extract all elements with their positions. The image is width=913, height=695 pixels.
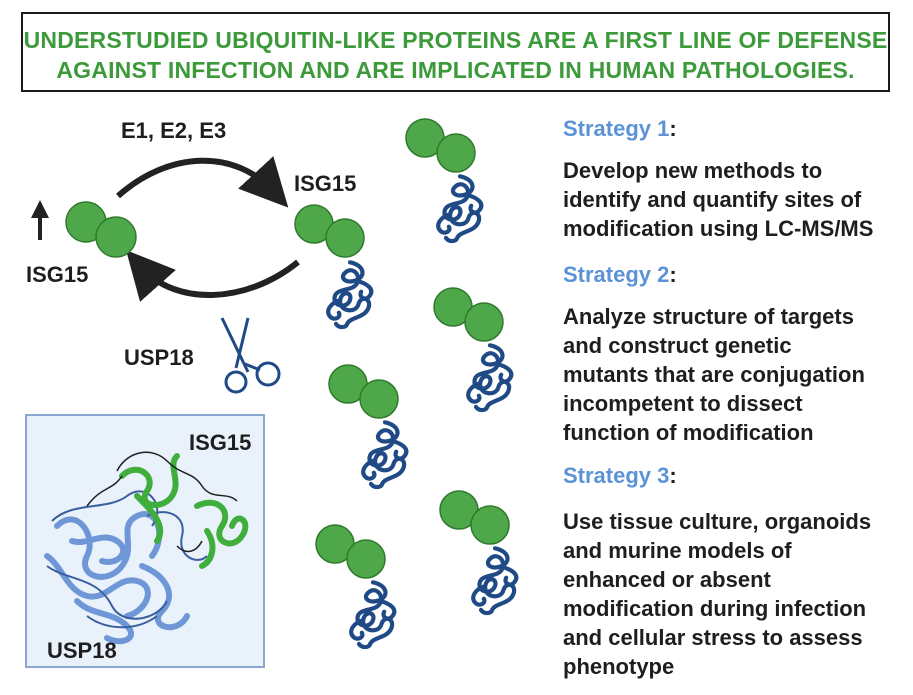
structure-usp18-label: USP18 <box>47 638 117 663</box>
strategy-3-heading: Strategy 3: <box>563 463 677 489</box>
strategy-1-line: modification using LC-MS/MS <box>563 216 874 241</box>
conjugate-5 <box>315 524 394 647</box>
strategy-1-line: Develop new methods to <box>563 158 823 183</box>
strategy-1-name: Strategy 1 <box>563 116 670 141</box>
strategy-3-line: Use tissue culture, organoids <box>563 509 872 534</box>
conjugate-center <box>294 204 371 327</box>
title-line-2: AGAINST INFECTION AND ARE IMPLICATED IN … <box>56 57 855 83</box>
scissors-icon <box>220 317 281 394</box>
conjugate-2 <box>433 287 511 410</box>
conjugation-arrow <box>116 156 289 208</box>
up-arrow-icon <box>31 200 49 240</box>
strategy-1-colon: : <box>669 116 677 141</box>
usp18-protease-label: USP18 <box>124 345 194 370</box>
title-line-1: UNDERSTUDIED UBIQUITIN-LIKE PROTEINS ARE… <box>23 27 888 53</box>
conjugate-3 <box>328 364 406 487</box>
strategy-2-name: Strategy 2 <box>563 262 670 287</box>
strategy-3-line: enhanced or absent <box>563 567 771 592</box>
free-isg15-label: ISG15 <box>26 262 89 287</box>
structure-isg15-label: ISG15 <box>189 430 252 455</box>
strategy-2-line: Analyze structure of targets <box>563 304 854 329</box>
strategy-3-line: phenotype <box>563 654 675 679</box>
strategy-1-heading: Strategy 1: <box>563 116 677 142</box>
conjugated-isg15-label: ISG15 <box>294 171 357 196</box>
strategy-2-text: Analyze structure of targets and constru… <box>563 302 908 447</box>
usp18-isg15-structure-panel <box>25 414 265 668</box>
enzymes-label: E1, E2, E3 <box>121 118 227 143</box>
strategy-1-line: identify and quantify sites of <box>563 187 862 212</box>
strategy-2-line: incompetent to dissect <box>563 391 803 416</box>
strategy-2-colon: : <box>669 262 677 287</box>
title-box: UNDERSTUDIED UBIQUITIN-LIKE PROTEINS ARE… <box>21 12 890 92</box>
strategy-3-name: Strategy 3 <box>563 463 670 488</box>
strategy-3-line: and cellular stress to assess <box>563 625 863 650</box>
free-isg15-icon <box>65 201 137 258</box>
strategy-1-text: Develop new methods to identify and quan… <box>563 156 908 243</box>
strategy-3-line: modification during infection <box>563 596 867 621</box>
strategy-3-line: and murine models of <box>563 538 792 563</box>
conjugate-1 <box>405 118 481 241</box>
strategy-3-text: Use tissue culture, organoids and murine… <box>563 507 908 681</box>
strategy-2-line: and construct genetic <box>563 333 792 358</box>
protein-structure-image <box>44 451 249 645</box>
deconjugation-arrow <box>126 250 300 302</box>
conjugate-4 <box>439 490 516 613</box>
strategy-2-line: function of modification <box>563 420 814 445</box>
strategy-2-heading: Strategy 2: <box>563 262 677 288</box>
strategy-2-line: mutants that are conjugation <box>563 362 865 387</box>
strategy-3-colon: : <box>669 463 677 488</box>
